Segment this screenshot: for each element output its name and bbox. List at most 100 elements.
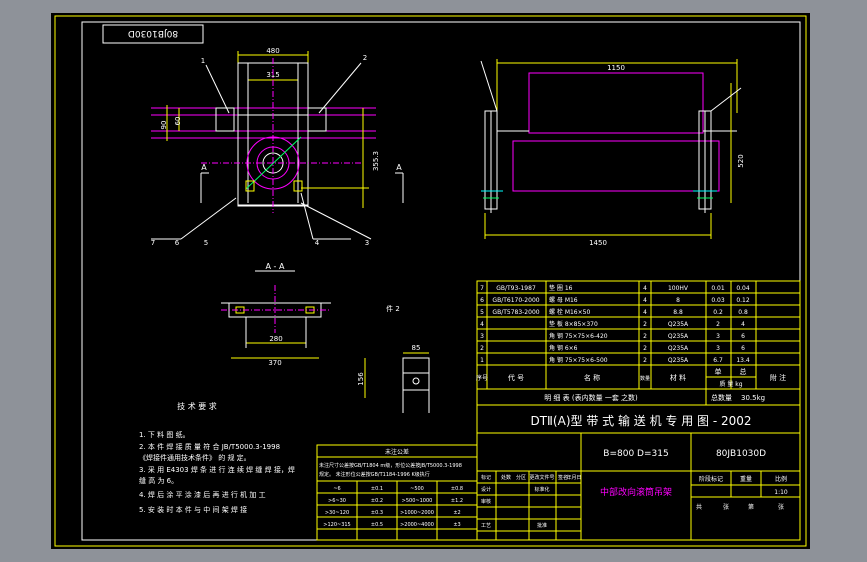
tolerance-table: 未注公差 未注尺寸公差按GB/T1804 m级，形位公差按JB/T5000.3-…	[316, 444, 478, 541]
outer-border	[54, 15, 807, 547]
tol-cell: >1000~2000	[400, 510, 434, 516]
bom-cell: 100HV	[668, 285, 689, 292]
bom-h-name: 名 称	[584, 373, 600, 382]
tb-sign: 签名	[558, 474, 568, 481]
bom-cell: 0.2	[713, 309, 723, 316]
spec: B=800 D=315	[603, 449, 668, 459]
dim-60: 60	[174, 117, 182, 126]
bom-cell: 8	[676, 297, 680, 304]
bom-cell: 3	[480, 333, 484, 340]
bom-cell: 0.8	[738, 309, 748, 316]
tb-count: 处数	[501, 474, 511, 481]
dim-156: 156	[357, 372, 365, 386]
bom-cell: 2	[716, 321, 720, 328]
drawing-sheet: 80JB1030D 480 315 90 60	[51, 13, 810, 549]
tb-sheet1: 张	[723, 503, 729, 511]
bom-cell: 3	[716, 345, 720, 352]
bom-cell: GB/T93-1987	[496, 285, 536, 292]
bom-h-remark: 附 注	[770, 373, 786, 382]
tol-cell: >120~315	[323, 522, 350, 528]
dim-1150: 1150	[607, 64, 625, 72]
bom-cell: 13.4	[736, 357, 750, 364]
bom-cell: 螺 母 M16	[549, 296, 578, 304]
dim-355: 355.3	[372, 151, 380, 171]
bom-cell: 4	[643, 309, 647, 316]
bom-h-no: 序号	[476, 374, 488, 382]
tb-standard: 标准化	[534, 486, 549, 493]
section-mark-right: A	[396, 163, 402, 172]
section-a-a: A - A 280 370	[221, 262, 331, 367]
bom-cell: 6.7	[713, 357, 723, 364]
bom-cell: 2	[643, 345, 647, 352]
bom-cell: 角 钢 75×75×6-500	[549, 356, 608, 364]
bom-h-unit: 单	[715, 367, 722, 376]
bom-h-mass: 质 量 kg	[719, 380, 742, 388]
bom-cell: 4	[643, 285, 647, 292]
bom-h-mat: 材 料	[670, 373, 686, 382]
bom-cell: 0.03	[711, 297, 725, 304]
tolerance-rows: ~6±0.1~500±0.8>6~30±0.2>500~1000±1.2>30~…	[323, 486, 463, 528]
callout-7: 7	[151, 239, 155, 247]
tol-cell: >500~1000	[402, 498, 433, 504]
tb-process: 工艺	[481, 523, 491, 529]
bom-cell: 垫 板 8×85×370	[549, 320, 598, 328]
bom-h-code: 代 号	[508, 373, 524, 382]
tol-cell: ±0.3	[371, 510, 383, 516]
bom-cell: 0.04	[736, 285, 750, 292]
bom-cell: 3	[716, 333, 720, 340]
drawing-code-flipped: 80JB1030D	[128, 28, 178, 38]
detail-label: 件 2	[386, 304, 400, 313]
note-2: 2. 本 件 焊 接 质 量 符 合 JB/T5000.3-1998	[139, 442, 280, 451]
bom-cell: 2	[643, 321, 647, 328]
tol-line-1: 未注尺寸公差按GB/T1804 m级，形位公差按JB/T5000.3-1998	[319, 462, 462, 469]
tol-cell: >6~30	[328, 498, 346, 504]
bom-cell: Q235A	[668, 333, 689, 340]
total-weight: 30.5kg	[741, 394, 765, 402]
bom-cell: 4	[480, 321, 484, 328]
tb-approve: 批准	[537, 522, 547, 529]
dim-1450: 1450	[589, 239, 607, 247]
tb-change: 更改文件号	[529, 474, 554, 481]
bom-cell: 6	[480, 297, 484, 304]
tol-cell: ±1.2	[451, 498, 463, 504]
section-mark-left: A	[201, 163, 207, 172]
tol-cell: >2000~4000	[400, 522, 434, 528]
bom-cell: 角 钢 6×6	[549, 344, 578, 352]
dim-520: 520	[737, 154, 745, 167]
tol-cell: >30~120	[325, 510, 349, 516]
bom-cell: 2	[643, 357, 647, 364]
tb-stage: 阶段标记	[699, 475, 723, 483]
scale: 1:10	[774, 489, 788, 496]
bom-cell: Q235A	[668, 321, 689, 328]
tb-total: 共	[696, 503, 702, 511]
tb-design: 设计	[481, 486, 491, 493]
title-block: DTⅡ(A)型 带 式 输 送 机 专 用 图 - 2002 B=800 D=3…	[476, 404, 801, 541]
code-box	[102, 24, 204, 44]
note-3: 《焊接件通用技术条件》 的 规 定。	[139, 453, 251, 462]
bom-cell: 垫 圈 16	[549, 284, 573, 292]
tol-cell: ~500	[410, 486, 424, 492]
callout-5: 5	[204, 239, 208, 247]
detail-part-2: 件 2 156 85	[357, 304, 430, 413]
bom-cell: 4	[741, 321, 745, 328]
tb-num: 第	[748, 503, 754, 511]
bom-table	[476, 280, 801, 406]
bom-cell: 7	[480, 285, 484, 292]
notes-title: 技 术 要 求	[177, 401, 217, 411]
tb-mark: 标记	[481, 474, 491, 481]
tol-cell: ~6	[333, 486, 340, 492]
tol-cell: ±0.1	[371, 486, 383, 492]
tol-line-2: 规定。 未注形位公差按GB/T1184-1996 K级执行	[319, 471, 430, 478]
bom-cell: 5	[480, 309, 484, 316]
bom-cell: 6	[741, 345, 745, 352]
note-5: 缝 高 为 6。	[139, 476, 178, 485]
callout-2: 2	[363, 54, 367, 62]
tb-zone: 分区	[516, 474, 526, 481]
part-name: 中部改向滚筒吊架	[600, 486, 672, 498]
bom-cell: 角 钢 75×75×6-420	[549, 332, 608, 340]
bom-cell: GB/T5783-2000	[492, 309, 539, 316]
tb-weight: 重量	[740, 475, 752, 483]
tb-sheet2: 张	[778, 503, 784, 511]
